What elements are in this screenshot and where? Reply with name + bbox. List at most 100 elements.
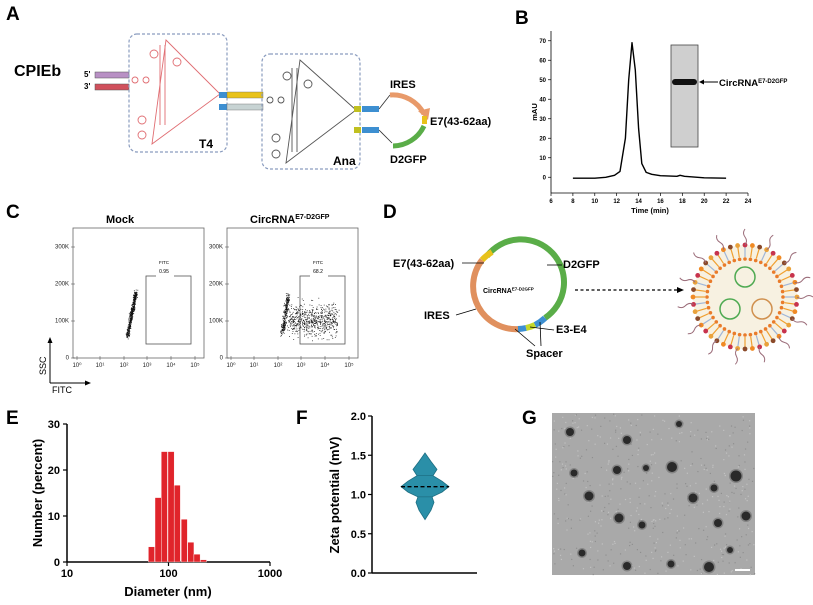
tem-noise bbox=[665, 570, 667, 572]
event-dot bbox=[285, 322, 287, 323]
event-dot bbox=[285, 316, 287, 318]
inner-lipid-head bbox=[763, 327, 768, 331]
event-dot bbox=[133, 306, 135, 307]
event-dot bbox=[303, 331, 305, 333]
event-dot bbox=[296, 331, 298, 332]
inner-lipid-head bbox=[781, 295, 785, 299]
event-dot bbox=[287, 301, 289, 303]
event-dot bbox=[320, 330, 322, 332]
event-dot bbox=[136, 295, 138, 297]
event-dot bbox=[288, 321, 290, 323]
tem-noise bbox=[580, 429, 583, 431]
event-dot bbox=[328, 304, 329, 306]
lipid-head bbox=[781, 328, 787, 334]
event-dot bbox=[128, 335, 130, 337]
tem-noise bbox=[629, 541, 631, 543]
x-tick-label: 10⁰ bbox=[72, 362, 82, 369]
event-dot bbox=[310, 322, 312, 324]
y-axis-title: Zeta potential (mV) bbox=[327, 436, 342, 553]
tem-noise bbox=[619, 427, 622, 429]
event-dot bbox=[314, 335, 316, 337]
event-dot bbox=[307, 322, 309, 324]
event-dot bbox=[322, 310, 323, 311]
tem-noise bbox=[706, 536, 709, 538]
event-dot bbox=[326, 326, 328, 328]
event-dot bbox=[307, 325, 308, 327]
event-dot bbox=[317, 312, 319, 314]
event-dot bbox=[290, 323, 291, 325]
event-dot bbox=[284, 312, 286, 314]
event-dot bbox=[288, 309, 290, 311]
event-dot bbox=[311, 313, 313, 315]
tem-noise bbox=[553, 429, 555, 431]
tem-noise bbox=[695, 482, 697, 484]
event-dot bbox=[292, 321, 294, 323]
tem-noise bbox=[629, 501, 631, 504]
inner-lipid-head bbox=[777, 310, 782, 315]
y-tick-label: 2.0 bbox=[351, 411, 366, 423]
three-prime-label: 3' bbox=[84, 82, 90, 91]
event-dot bbox=[317, 328, 319, 330]
event-dot bbox=[285, 309, 287, 311]
tem-noise bbox=[731, 570, 733, 572]
tem-noise bbox=[589, 558, 591, 561]
event-dot bbox=[311, 315, 313, 317]
tem-noise bbox=[670, 508, 672, 511]
event-dot bbox=[297, 325, 299, 327]
tem-noise bbox=[740, 568, 742, 570]
event-dot bbox=[312, 330, 313, 332]
event-dot bbox=[289, 311, 291, 313]
tem-noise bbox=[753, 467, 755, 470]
event-dot bbox=[125, 333, 127, 335]
event-dot bbox=[303, 319, 304, 321]
tem-noise bbox=[556, 482, 558, 485]
d-e3e4-label: E3-E4 bbox=[556, 324, 587, 336]
event-dot bbox=[327, 306, 329, 308]
event-dot bbox=[318, 333, 319, 335]
event-dot bbox=[295, 313, 297, 314]
event-dot bbox=[320, 322, 322, 324]
tem-noise bbox=[638, 565, 640, 568]
histogram-bar bbox=[200, 559, 207, 563]
event-dot bbox=[287, 306, 288, 308]
tem-noise bbox=[747, 495, 749, 497]
event-dot bbox=[291, 318, 293, 320]
event-dot bbox=[331, 309, 333, 311]
tem-noise bbox=[676, 532, 678, 534]
event-dot bbox=[314, 327, 316, 329]
histogram-bar bbox=[180, 519, 188, 563]
event-dot bbox=[131, 318, 133, 320]
event-dot bbox=[287, 301, 288, 303]
flow-title-mock: Mock bbox=[106, 214, 135, 226]
event-dot bbox=[303, 313, 305, 315]
tem-noise bbox=[728, 455, 730, 457]
tem-noise bbox=[594, 443, 596, 445]
tem-noise bbox=[749, 427, 751, 429]
tem-noise bbox=[663, 420, 666, 422]
exon-e2 bbox=[219, 92, 227, 98]
tem-noise bbox=[619, 503, 621, 505]
tem-noise bbox=[660, 556, 663, 558]
tem-noise bbox=[723, 505, 725, 508]
event-dot bbox=[334, 329, 336, 330]
event-dot bbox=[128, 321, 130, 322]
event-dot bbox=[313, 315, 315, 317]
event-dot bbox=[316, 323, 318, 325]
event-dot bbox=[305, 317, 307, 319]
tem-noise bbox=[610, 549, 612, 551]
event-dot bbox=[338, 309, 340, 311]
event-dot bbox=[284, 311, 286, 312]
event-dot bbox=[283, 310, 285, 312]
circrna-center-label: CircRNAE7-D2GFP bbox=[483, 287, 534, 296]
event-dot bbox=[293, 328, 294, 329]
event-dot bbox=[282, 318, 284, 320]
event-dot bbox=[321, 331, 323, 333]
event-dot bbox=[281, 325, 282, 327]
event-dot bbox=[317, 318, 319, 320]
tem-noise bbox=[689, 435, 692, 437]
event-dot bbox=[284, 326, 286, 328]
event-dot bbox=[320, 312, 322, 314]
event-dot bbox=[310, 321, 312, 323]
event-dot bbox=[314, 319, 316, 321]
event-dot bbox=[134, 299, 136, 301]
